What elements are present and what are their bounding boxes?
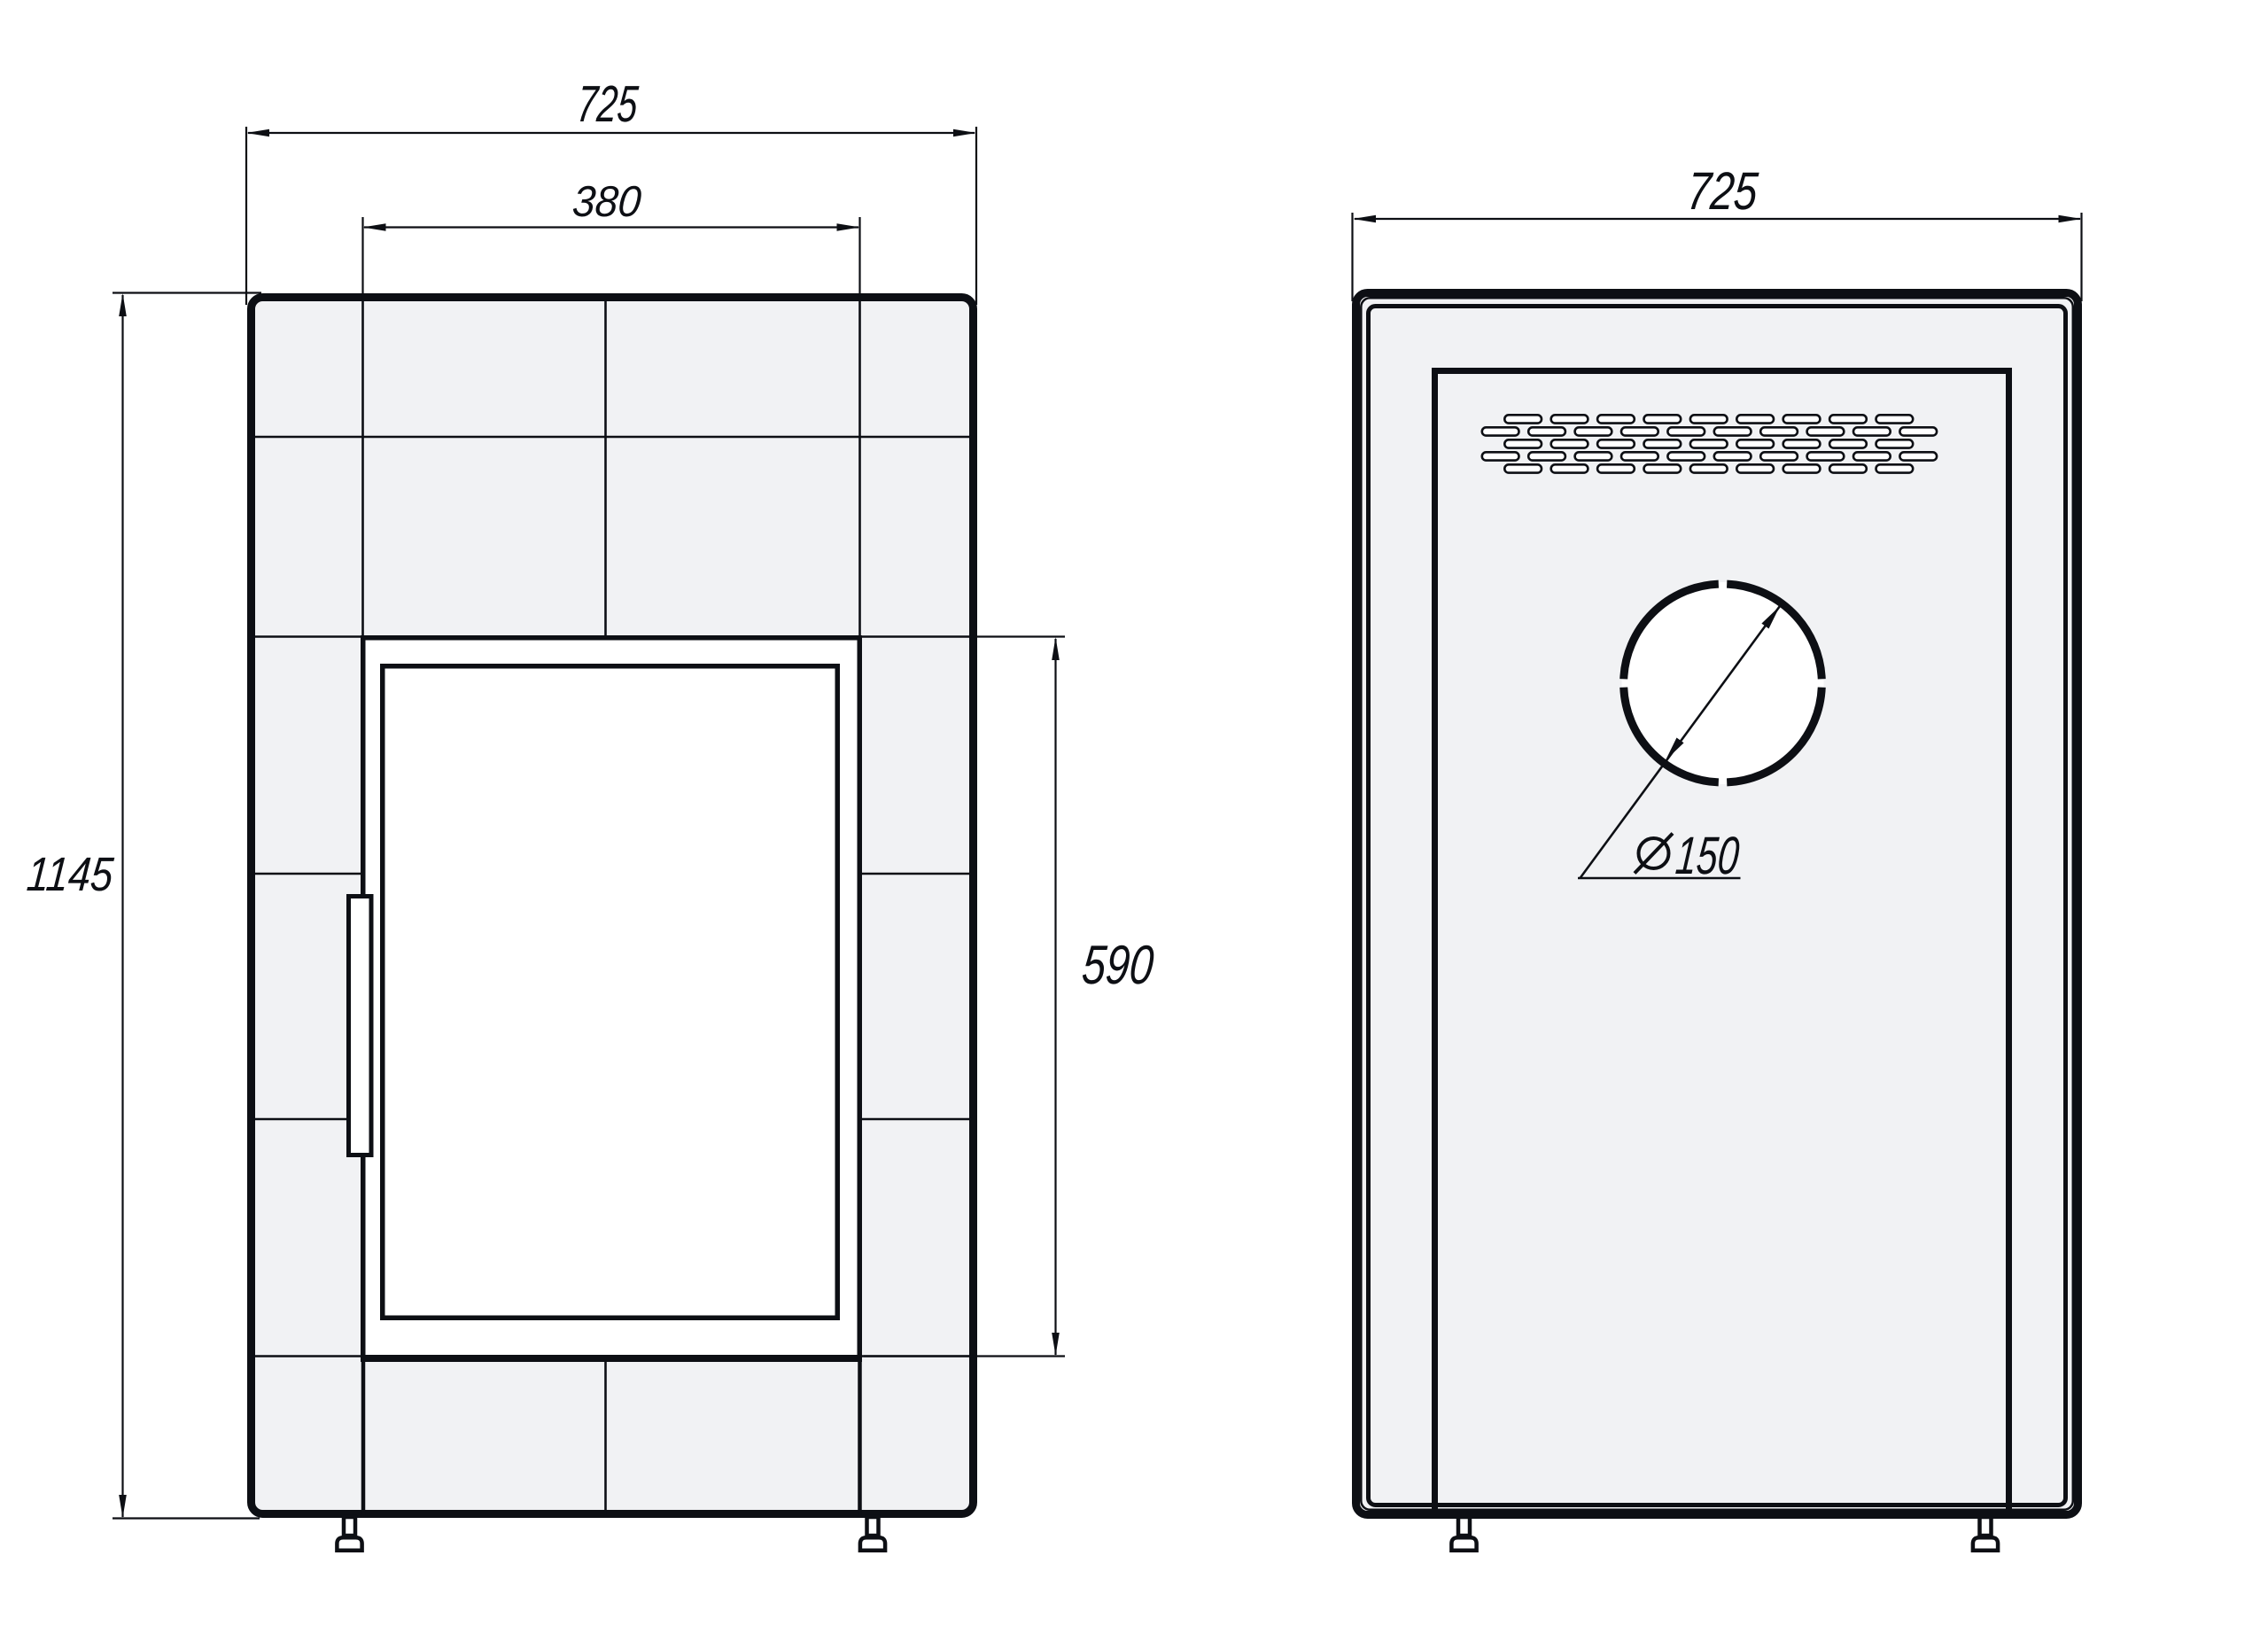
svg-text:380: 380 (571, 178, 643, 226)
svg-text:725: 725 (1685, 161, 1760, 221)
svg-text:725: 725 (575, 75, 641, 133)
svg-text:590: 590 (1080, 935, 1156, 996)
svg-text:150: 150 (1674, 826, 1742, 885)
svg-text:1145: 1145 (25, 848, 116, 901)
